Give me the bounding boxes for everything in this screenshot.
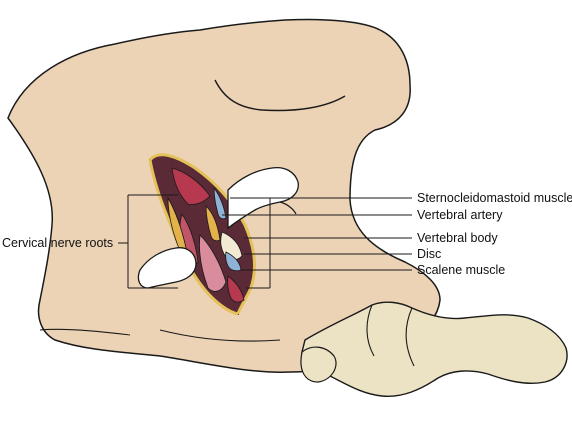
upper-retractor-handle: [279, 201, 297, 215]
vertebral-artery-shape: [213, 186, 227, 220]
sternocleidomastoid-muscle-label: Sternocleidomastoid muscle: [417, 191, 572, 205]
deep-muscle-shape: [227, 275, 245, 303]
scalene-muscle-label: Scalene muscle: [417, 263, 506, 277]
nerve-root-shape-2: [205, 205, 221, 242]
jaw-contour: [214, 79, 346, 112]
clavicle-joint-line: [366, 304, 415, 367]
vertebral-artery-label: Vertebral artery: [417, 208, 503, 222]
scalene-muscle-shape: [199, 234, 227, 292]
vertebral-body-label: Vertebral body: [417, 231, 498, 245]
sternocleidomastoid-muscle-shape: [171, 167, 211, 205]
shoulder-contour: [39, 328, 131, 336]
disc-label: Disc: [417, 247, 442, 261]
cervical-nerve-roots-label: Cervical nerve roots: [2, 236, 114, 250]
disc-shape: [225, 251, 242, 272]
clavicle-bone: [301, 301, 568, 397]
incision-rim: [148, 153, 256, 315]
neck-contour: [159, 329, 281, 342]
right-leader-lines: [222, 197, 412, 289]
sternum-bone: [300, 346, 337, 383]
left-bracket: [118, 194, 178, 289]
